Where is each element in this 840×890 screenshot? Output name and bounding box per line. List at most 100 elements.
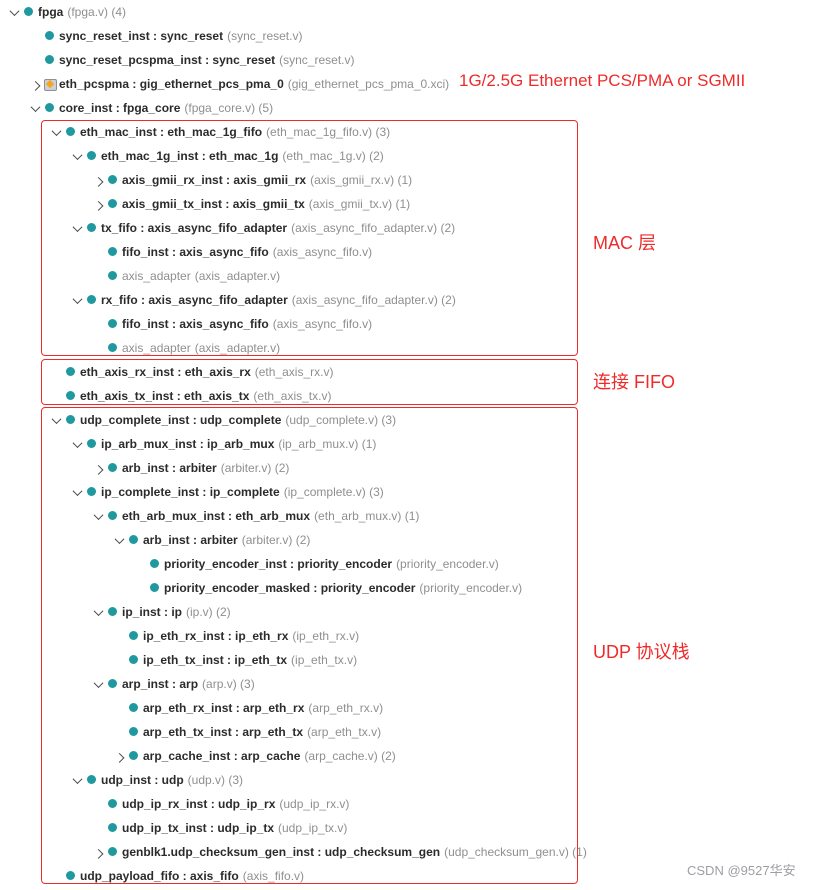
file-label: (axis_adapter.v) [194, 341, 281, 355]
tree-row-arp_cache_inst[interactable]: arp_cache_inst : arp_cache (arp_cache.v)… [0, 744, 840, 768]
tree-row-arp_eth_rx_inst[interactable]: arp_eth_rx_inst : arp_eth_rx (arp_eth_rx… [0, 696, 840, 720]
file-label: (eth_axis_rx.v) [254, 365, 334, 379]
tree-row-eth_arb_mux_inst[interactable]: eth_arb_mux_inst : eth_arb_mux (eth_arb_… [0, 504, 840, 528]
instance-label: udp_payload_fifo : axis_fifo [80, 869, 239, 883]
instance-label: ip_complete_inst : ip_complete [101, 485, 280, 499]
tree-row-fifo_inst[interactable]: fifo_inst : axis_async_fifo (axis_async_… [0, 312, 840, 336]
tree-row-fpga[interactable]: fpga (fpga.v) (4) [0, 0, 840, 24]
tree-row-core_inst[interactable]: core_inst : fpga_core (fpga_core.v) (5) [0, 96, 840, 120]
file-label: (arp_eth_rx.v) [308, 701, 384, 715]
tree-row-udp_inst[interactable]: udp_inst : udp (udp.v) (3) [0, 768, 840, 792]
instance-label: eth_axis_rx_inst : eth_axis_rx [80, 365, 251, 379]
instance-label: arb_inst : arbiter [122, 461, 217, 475]
tree-row-eth_axis_tx_inst[interactable]: eth_axis_tx_inst : eth_axis_tx (eth_axis… [0, 384, 840, 408]
tree-row-priority_encoder_masked[interactable]: priority_encoder_masked : priority_encod… [0, 576, 840, 600]
instance-label: arp_inst : arp [122, 677, 199, 691]
tree-row-ip_arb_mux_inst[interactable]: ip_arb_mux_inst : ip_arb_mux (ip_arb_mux… [0, 432, 840, 456]
tree-row-axis_gmii_rx_inst[interactable]: axis_gmii_rx_inst : axis_gmii_rx (axis_g… [0, 168, 840, 192]
instance-label: arp_cache_inst : arp_cache [143, 749, 301, 763]
module-icon [106, 316, 122, 332]
tree-row-priority_encoder_inst[interactable]: priority_encoder_inst : priority_encoder… [0, 552, 840, 576]
instance-label: arp_eth_tx_inst : arp_eth_tx [143, 725, 304, 739]
tree-row-rx_fifo[interactable]: rx_fifo : axis_async_fifo_adapter (axis_… [0, 288, 840, 312]
tree-row-arb_inst[interactable]: arb_inst : arbiter (arbiter.v) (2) [0, 456, 840, 480]
file-label: (arp_eth_tx.v) [307, 725, 382, 739]
instance-label: fpga [38, 5, 64, 19]
expand-toggle-icon [27, 52, 43, 68]
tree-row-eth_mac_inst[interactable]: eth_mac_inst : eth_mac_1g_fifo (eth_mac_… [0, 120, 840, 144]
module-icon [43, 100, 59, 116]
instance-label: eth_mac_1g_inst : eth_mac_1g [101, 149, 279, 163]
expand-toggle-icon [27, 28, 43, 44]
tree-row-axis_gmii_tx_inst[interactable]: axis_gmii_tx_inst : axis_gmii_tx (axis_g… [0, 192, 840, 216]
tree-row-axis_adapter[interactable]: axis_adapter (axis_adapter.v) [0, 264, 840, 288]
tree-row-sync_reset_pcspma_inst[interactable]: sync_reset_pcspma_inst : sync_reset (syn… [0, 48, 840, 72]
tree-row-udp_complete_inst[interactable]: udp_complete_inst : udp_complete (udp_co… [0, 408, 840, 432]
instance-label: eth_pcspma : gig_ethernet_pcs_pma_0 [59, 77, 284, 91]
instance-label: tx_fifo : axis_async_fifo_adapter [101, 221, 288, 235]
file-label: (arbiter.v) (2) [220, 461, 290, 475]
module-icon [106, 268, 122, 284]
tree-row-eth_mac_1g_inst[interactable]: eth_mac_1g_inst : eth_mac_1g (eth_mac_1g… [0, 144, 840, 168]
module-icon [106, 604, 122, 620]
module-icon [106, 676, 122, 692]
annotation-pcspma-label: 1G/2.5G Ethernet PCS/PMA or SGMII [459, 71, 746, 90]
tree-row-arb_inst[interactable]: arb_inst : arbiter (arbiter.v) (2) [0, 528, 840, 552]
tree-row-ip_eth_tx_inst[interactable]: ip_eth_tx_inst : ip_eth_tx (ip_eth_tx.v) [0, 648, 840, 672]
tree-row-ip_inst[interactable]: ip_inst : ip (ip.v) (2) [0, 600, 840, 624]
tree-row-tx_fifo[interactable]: tx_fifo : axis_async_fifo_adapter (axis_… [0, 216, 840, 240]
tree-row-udp_payload_fifo[interactable]: udp_payload_fifo : axis_fifo (axis_fifo.… [0, 864, 840, 888]
module-icon [43, 28, 59, 44]
module-icon [85, 484, 101, 500]
instance-label: sync_reset_inst : sync_reset [59, 29, 224, 43]
tree-row-eth_pcspma[interactable]: eth_pcspma : gig_ethernet_pcs_pma_0 (gig… [0, 72, 840, 96]
instance-label: core_inst : fpga_core [59, 101, 181, 115]
file-label: (ip_complete.v) (3) [283, 485, 384, 499]
file-label: (eth_mac_1g_fifo.v) (3) [266, 125, 391, 139]
file-label: (udp_ip_tx.v) [278, 821, 348, 835]
instance-label: fifo_inst : axis_async_fifo [122, 245, 269, 259]
file-label: (arp.v) (3) [202, 677, 255, 691]
expand-toggle-icon[interactable] [27, 100, 43, 116]
module-icon [127, 532, 143, 548]
tree-row-arp_eth_tx_inst[interactable]: arp_eth_tx_inst : arp_eth_tx (arp_eth_tx… [0, 720, 840, 744]
file-label: (ip_arb_mux.v) (1) [278, 437, 377, 451]
instance-label: eth_mac_inst : eth_mac_1g_fifo [80, 125, 263, 139]
module-icon [22, 4, 38, 20]
file-label: (fpga.v) (4) [67, 5, 127, 19]
tree-row-genblk1.udp_checksum_gen_inst[interactable]: genblk1.udp_checksum_gen_inst : udp_chec… [0, 840, 840, 864]
instance-label: axis_adapter [122, 269, 191, 283]
file-label: (ip_eth_rx.v) [292, 629, 360, 643]
file-label: (axis_gmii_tx.v) (1) [308, 197, 411, 211]
module-icon [106, 796, 122, 812]
expand-toggle-icon[interactable] [27, 76, 43, 92]
tree-row-axis_adapter[interactable]: axis_adapter (axis_adapter.v) [0, 336, 840, 360]
file-label: (arp_cache.v) (2) [304, 749, 396, 763]
tree-row-fifo_inst[interactable]: fifo_inst : axis_async_fifo (axis_async_… [0, 240, 840, 264]
file-label: (fpga_core.v) (5) [184, 101, 274, 115]
file-label: (udp_checksum_gen.v) (1) [444, 845, 587, 859]
tree-row-ip_eth_rx_inst[interactable]: ip_eth_rx_inst : ip_eth_rx (ip_eth_rx.v) [0, 624, 840, 648]
instance-label: axis_adapter [122, 341, 191, 355]
instance-label: udp_complete_inst : udp_complete [80, 413, 282, 427]
annotation-mac-label: MAC 层 [593, 233, 656, 253]
file-label: (ip_eth_tx.v) [291, 653, 358, 667]
file-label: (axis_async_fifo_adapter.v) (2) [291, 221, 456, 235]
file-label: (udp.v) (3) [187, 773, 244, 787]
instance-label: fifo_inst : axis_async_fifo [122, 317, 269, 331]
tree-row-ip_complete_inst[interactable]: ip_complete_inst : ip_complete (ip_compl… [0, 480, 840, 504]
expand-toggle-icon[interactable] [6, 4, 22, 20]
tree-row-udp_ip_tx_inst[interactable]: udp_ip_tx_inst : udp_ip_tx (udp_ip_tx.v) [0, 816, 840, 840]
module-icon [127, 724, 143, 740]
ip-core-icon [43, 76, 59, 92]
file-label: (priority_encoder.v) [419, 581, 523, 595]
file-label: (axis_async_fifo_adapter.v) (2) [291, 293, 456, 307]
file-label: (axis_fifo.v) [242, 869, 305, 883]
tree-row-sync_reset_inst[interactable]: sync_reset_inst : sync_reset (sync_reset… [0, 24, 840, 48]
tree-row-udp_ip_rx_inst[interactable]: udp_ip_rx_inst : udp_ip_rx (udp_ip_rx.v) [0, 792, 840, 816]
tree-row-arp_inst[interactable]: arp_inst : arp (arp.v) (3) [0, 672, 840, 696]
file-label: (sync_reset.v) [227, 29, 303, 43]
module-icon [106, 508, 122, 524]
tree-row-eth_axis_rx_inst[interactable]: eth_axis_rx_inst : eth_axis_rx (eth_axis… [0, 360, 840, 384]
module-icon [85, 772, 101, 788]
